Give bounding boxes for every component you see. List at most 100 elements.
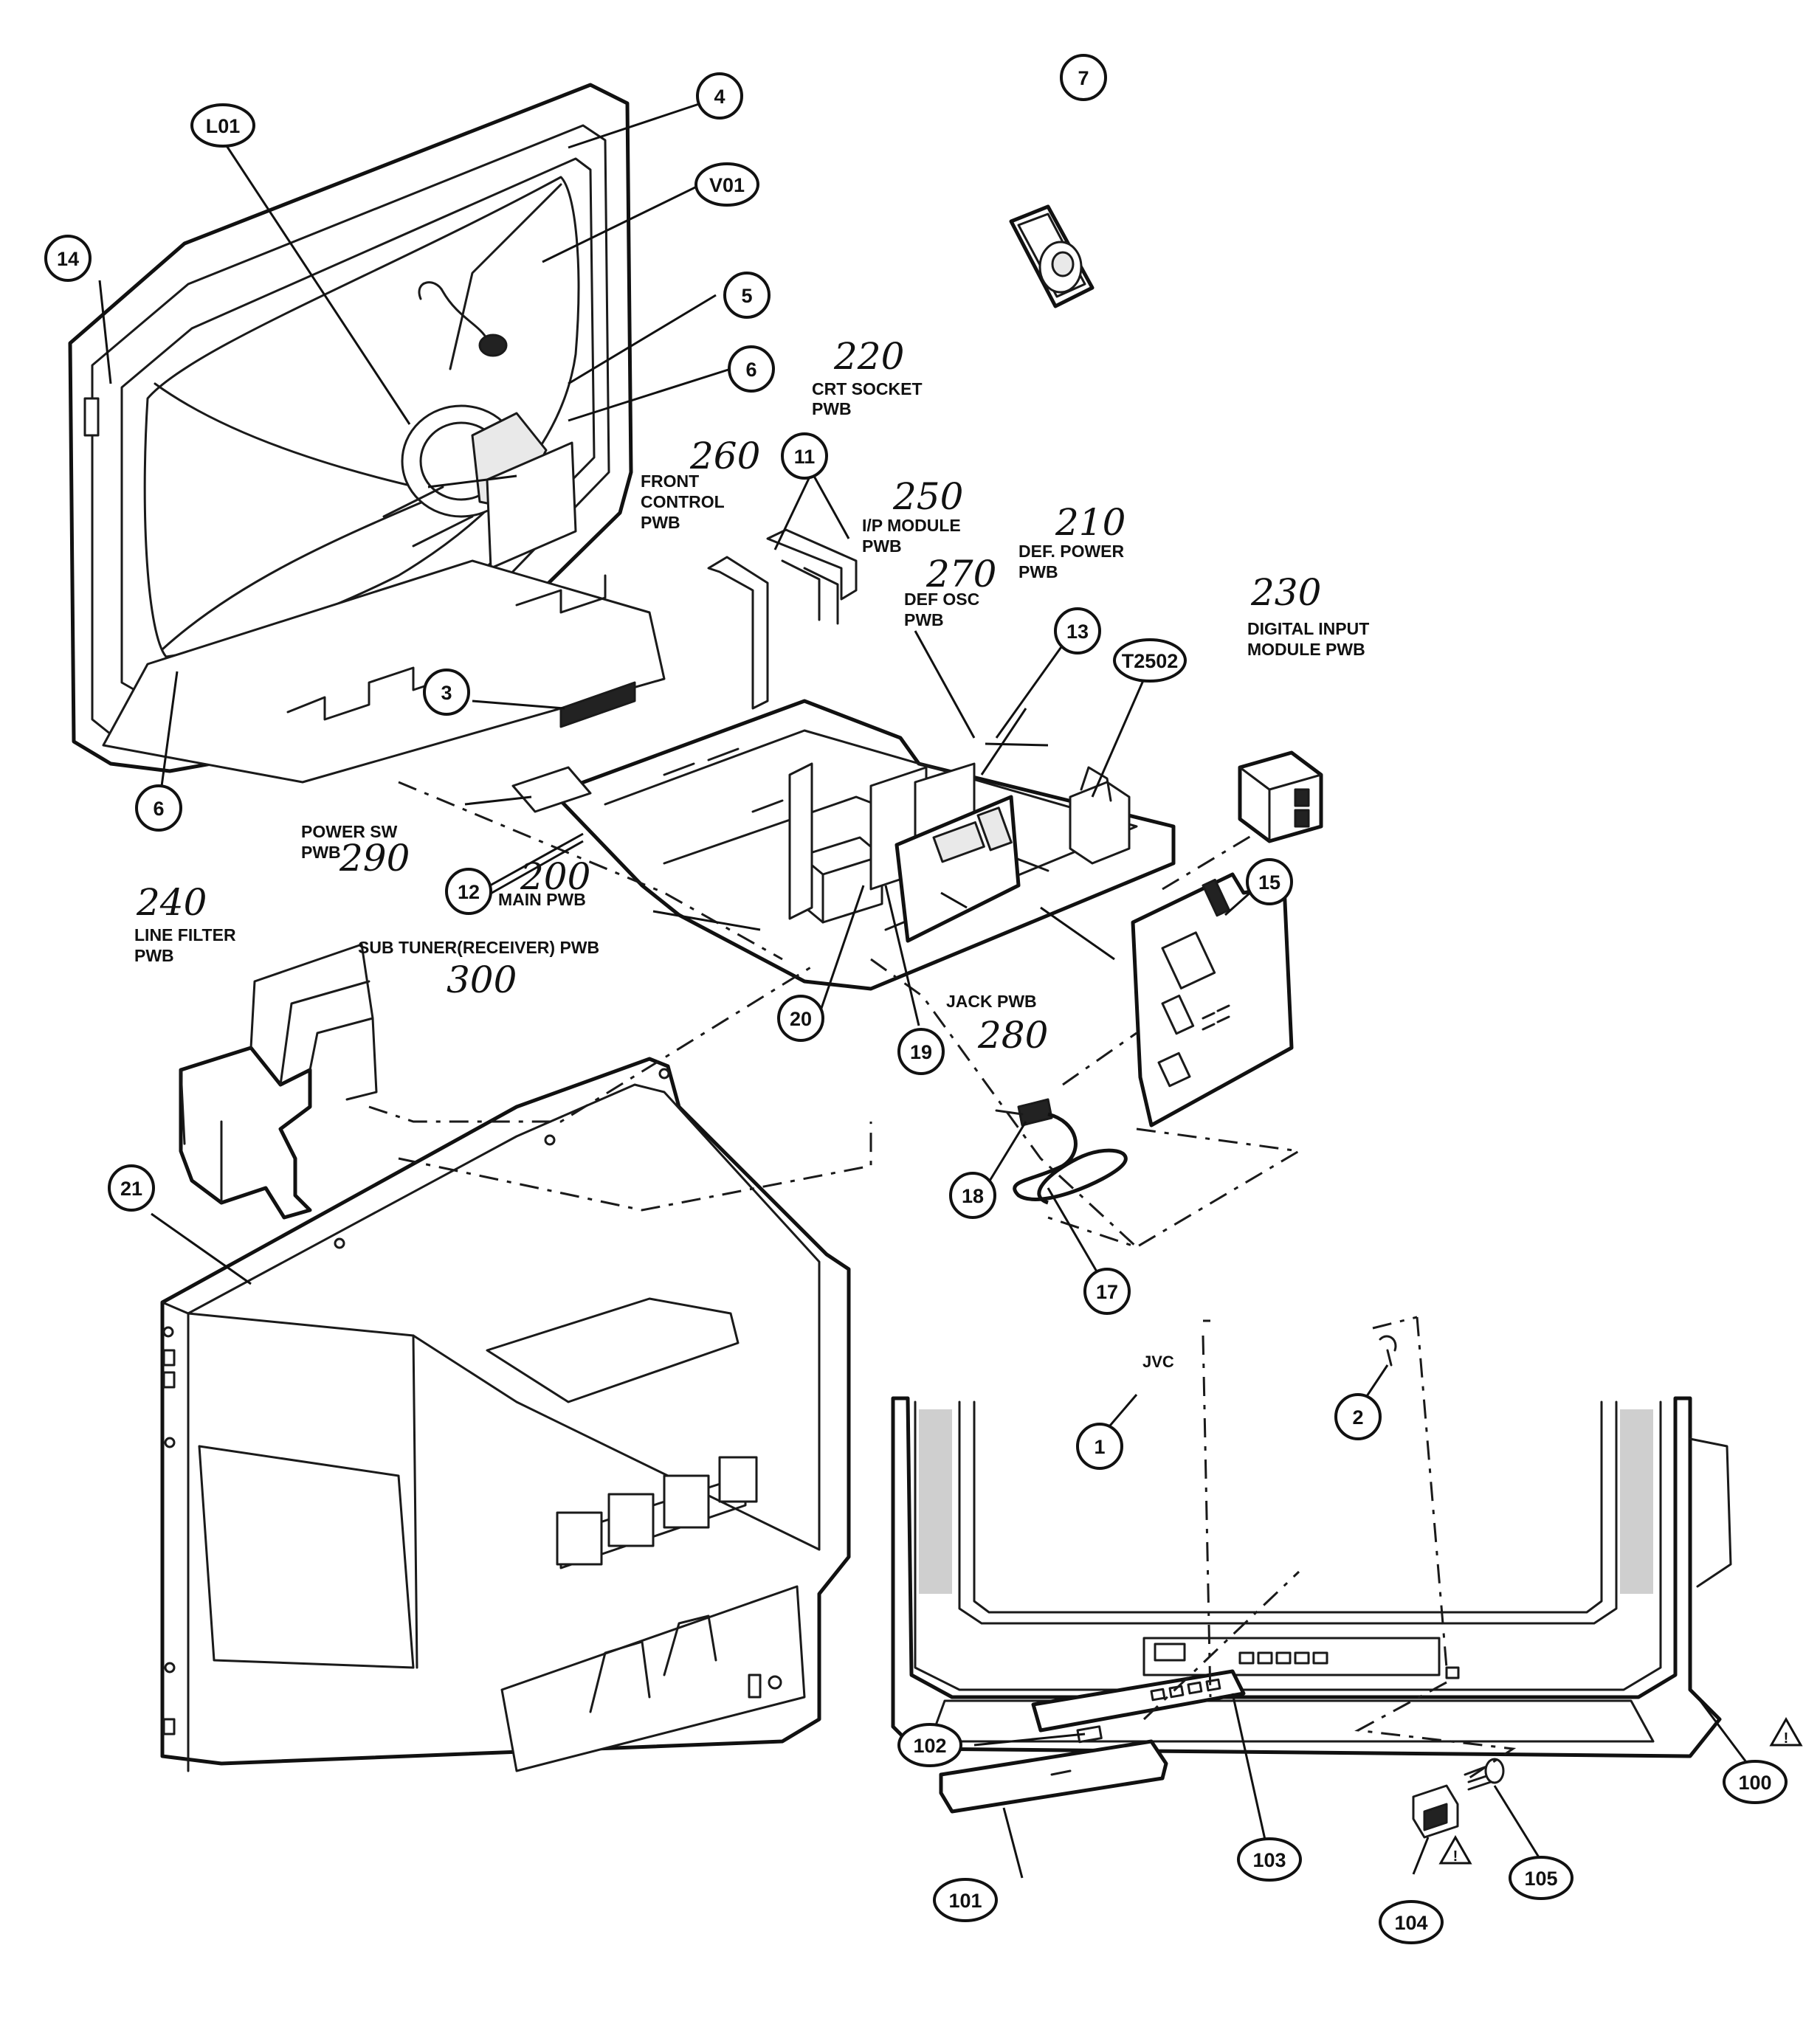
label-front-control-2: CONTROL [641, 492, 725, 511]
hw-front-control: 260 [689, 435, 760, 477]
label-crt-socket-2: PWB [812, 399, 852, 418]
callout-6a: 6 [728, 345, 775, 393]
label-front-control-1: FRONT [641, 472, 699, 491]
svg-text:19: 19 [910, 1041, 932, 1063]
svg-text:103: 103 [1252, 1849, 1286, 1871]
control-panel-parts [939, 1335, 1505, 1839]
label-ip-module-2: PWB [862, 536, 902, 556]
callout-104: 104 [1379, 1900, 1444, 1944]
svg-text:15: 15 [1258, 871, 1280, 894]
svg-text:105: 105 [1524, 1868, 1557, 1890]
crt-tube-assembly [68, 83, 666, 784]
printed-labels: CRT SOCKET PWB FRONT CONTROL PWB I/P MOD… [134, 379, 1369, 1371]
svg-text:13: 13 [1066, 621, 1089, 643]
label-line-filter-2: PWB [134, 946, 174, 965]
svg-text:102: 102 [913, 1735, 946, 1757]
svg-text:V01: V01 [709, 174, 745, 196]
svg-text:7: 7 [1078, 67, 1089, 89]
callout-1: 1 [1076, 1423, 1123, 1470]
callout-18: 18 [949, 1172, 996, 1219]
label-power-sw-2: PWB [301, 843, 341, 862]
svg-text:4: 4 [714, 86, 725, 108]
svg-text:L01: L01 [206, 115, 241, 137]
svg-text:6: 6 [153, 798, 164, 820]
callout-6b: 6 [135, 784, 182, 832]
rear-cabinet [160, 1057, 851, 1772]
callout-7: 7 [1060, 54, 1107, 101]
label-power-sw-1: POWER SW [301, 822, 398, 841]
svg-text:17: 17 [1096, 1281, 1118, 1303]
jvc-logo: JVC [1142, 1353, 1174, 1371]
alignment-lines [368, 781, 1517, 1780]
callout-12: 12 [445, 868, 492, 915]
label-digital-input-2: MODULE PWB [1247, 640, 1365, 659]
label-jack-pwb: JACK PWB [946, 992, 1037, 1011]
label-crt-socket-1: CRT SOCKET [812, 379, 923, 398]
svg-text:11: 11 [794, 446, 816, 468]
hw-def-osc: 270 [925, 553, 996, 595]
callout-15: 15 [1246, 858, 1293, 905]
label-digital-input-1: DIGITAL INPUT [1247, 619, 1369, 638]
callout-101: 101 [933, 1878, 998, 1922]
hw-jack-pwb: 280 [977, 1014, 1048, 1057]
hw-crt-socket: 220 [833, 335, 904, 378]
svg-text:104: 104 [1394, 1912, 1427, 1934]
svg-text:100: 100 [1738, 1772, 1771, 1794]
svg-text:!: ! [1453, 1848, 1458, 1865]
line-filter-bracket [179, 943, 378, 1220]
svg-text:5: 5 [741, 285, 752, 307]
callout-2: 2 [1334, 1393, 1382, 1440]
warning-icon: ! [1769, 1716, 1803, 1747]
hw-sub-tuner: 300 [447, 959, 517, 1001]
svg-text:21: 21 [120, 1178, 142, 1200]
label-def-power-2: PWB [1018, 562, 1058, 581]
callout-21: 21 [108, 1164, 155, 1212]
hw-line-filter: 240 [136, 881, 207, 924]
callout-v01: V01 [694, 162, 759, 207]
flat-cables [707, 528, 858, 710]
power-cord [995, 1098, 1128, 1205]
handwritten-numbers: 220 260 250 210 270 230 290 200 300 240 … [136, 335, 1321, 1057]
hw-ip-module: 250 [892, 475, 963, 518]
hw-def-power: 210 [1055, 501, 1126, 544]
label-def-osc-2: PWB [904, 610, 944, 629]
label-def-osc-1: DEF OSC [904, 590, 979, 609]
warning-icon: ! [1438, 1834, 1472, 1865]
svg-text:1: 1 [1094, 1436, 1105, 1458]
warning-triangles: ! ! [1438, 1716, 1803, 1865]
svg-text:14: 14 [57, 248, 79, 270]
callout-17: 17 [1083, 1268, 1131, 1315]
label-main-pwb: MAIN PWB [498, 890, 586, 909]
svg-text:T2502: T2502 [1122, 650, 1179, 672]
callout-3: 3 [423, 669, 470, 716]
callout-14: 14 [44, 235, 92, 282]
callout-t2502: T2502 [1113, 638, 1187, 683]
label-sub-tuner: SUB TUNER(RECEIVER) PWB [358, 938, 599, 957]
callout-100: 100 [1723, 1760, 1788, 1804]
svg-text:2: 2 [1352, 1406, 1363, 1429]
callout-103: 103 [1237, 1837, 1302, 1882]
callout-102: 102 [897, 1723, 962, 1767]
front-cabinet [891, 1396, 1732, 1758]
callout-105: 105 [1509, 1856, 1573, 1900]
callout-5: 5 [723, 272, 771, 319]
svg-text:3: 3 [441, 682, 452, 704]
svg-text:!: ! [1784, 1730, 1789, 1747]
svg-text:6: 6 [745, 359, 756, 381]
callout-19: 19 [897, 1028, 945, 1075]
label-ip-module-1: I/P MODULE [862, 516, 961, 535]
callout-11: 11 [781, 432, 828, 480]
svg-text:101: 101 [948, 1890, 982, 1912]
callout-20: 20 [777, 995, 824, 1042]
digital-input-module [1238, 750, 1323, 843]
label-front-control-3: PWB [641, 513, 680, 532]
svg-text:18: 18 [962, 1185, 984, 1207]
callout-4: 4 [696, 72, 743, 120]
speaker [1009, 204, 1095, 308]
callout-l01: L01 [190, 103, 255, 148]
label-def-power-1: DEF. POWER [1018, 542, 1125, 561]
label-line-filter-1: LINE FILTER [134, 925, 236, 944]
callout-13: 13 [1054, 607, 1101, 654]
